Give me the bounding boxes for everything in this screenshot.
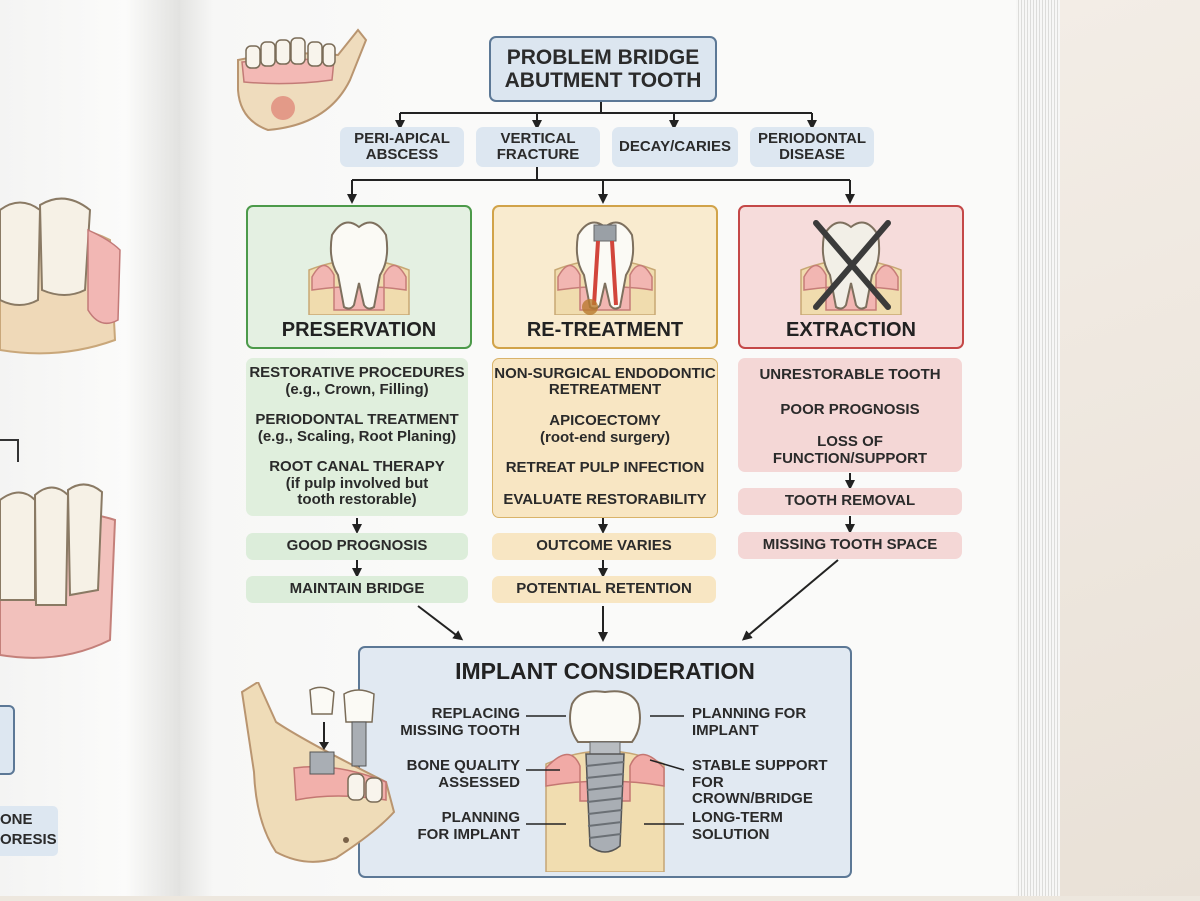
retreatment-title: RE-TREATMENT [526,319,684,341]
extraction-card: EXTRACTION [738,205,964,349]
left-page-partial-text-2: ORESIS [0,831,57,848]
step-title: PERIODONTAL TREATMENT [255,411,459,428]
step-title: FUNCTION/SUPPORT [772,450,928,467]
preservation-outcome-1: GOOD PROGNOSIS [246,533,468,560]
page-stack-edge [1016,0,1060,896]
cause-label-line2: ABSCESS [365,146,439,163]
step-title: EVALUATE RESTORABILITY [503,491,707,508]
preservation-card: PRESERVATION [246,205,472,349]
label-line: STABLE SUPPORT [692,757,828,774]
step-sub: tooth restorable) [297,491,417,508]
cause-box-decay: DECAY/CARIES [612,127,738,167]
root-canal-tooth-icon [554,221,656,315]
label-line: MISSING TOOTH [400,721,520,739]
implant-label-right-1: PLANNING FOR IMPLANT [692,705,848,739]
step-title: RETREAT PULP INFECTION [505,459,705,476]
cause-box-periodontal: PERIODONTAL DISEASE [750,127,874,167]
retreatment-card: RE-TREATMENT [492,205,718,349]
cause-label-line1: DECAY/CARIES [619,137,731,155]
preservation-steps-box: RESTORATIVE PROCEDURES (e.g., Crown, Fil… [246,358,468,516]
cause-box-fracture: VERTICAL FRACTURE [476,127,600,167]
label-line: SOLUTION [692,825,770,843]
cause-label-line2: FRACTURE [496,146,580,163]
preservation-title: PRESERVATION [281,319,437,341]
label-line: REPLACING [431,705,520,722]
label-line: PLANNING FOR [692,705,807,722]
jaw-abscess-illustration [237,28,368,132]
label-line: FOR CROWN/BRIDGE [692,773,813,807]
outcome-label: TOOTH REMOVAL [784,492,916,510]
step-title: RETREATMENT [548,381,662,398]
extraction-steps-box: UNRESTORABLE TOOTH POOR PROGNOSIS LOSS O… [738,358,962,472]
root-problem-box: PROBLEM BRIDGE ABUTMENT TOOTH [489,36,717,102]
implant-title: IMPLANT CONSIDERATION [455,658,755,684]
preservation-outcome-2: MAINTAIN BRIDGE [246,576,468,603]
root-title-line1: PROBLEM BRIDGE [506,45,700,69]
implant-label-left-3: PLANNING FOR IMPLANT [380,809,521,843]
step-title: RESTORATIVE PROCEDURES [249,364,465,381]
step-title: UNRESTORABLE TOOTH [759,366,941,383]
label-line: PLANNING [441,809,520,826]
outcome-label: MISSING TOOTH SPACE [762,536,938,554]
label-line: LONG-TERM [692,809,783,826]
retreatment-outcome-1: OUTCOME VARIES [492,533,716,560]
implant-label-left-2: BONE QUALITY ASSESSED [380,757,520,791]
step-sub: (root-end surgery) [539,429,670,446]
step-title: NON-SURGICAL ENDODONTIC [494,365,716,382]
implant-label-right-3: LONG-TERM SOLUTION [692,809,848,843]
label-line: IMPLANT [692,721,759,739]
cause-label-line1: PERI-APICAL [354,129,450,147]
step-title: ROOT CANAL THERAPY [269,458,445,475]
extraction-outcome-1: TOOTH REMOVAL [738,488,962,515]
step-sub: (e.g., Crown, Filling) [285,381,429,398]
cause-label-line1: VERTICAL [500,129,576,147]
retreatment-outcome-2: POTENTIAL RETENTION [492,576,716,603]
healthy-tooth-icon [308,221,410,315]
outcome-label: GOOD PROGNOSIS [286,537,428,555]
step-title: POOR PROGNOSIS [780,401,920,418]
cause-label-line1: PERIODONTAL [757,129,867,147]
jaw-implant-illustration [240,682,396,863]
outcome-label: POTENTIAL RETENTION [516,580,692,598]
left-book-page: ONE ORESIS [0,0,180,896]
step-title: APICOECTOMY [549,412,661,429]
outcome-label: MAINTAIN BRIDGE [289,580,425,598]
implant-label-left-1: REPLACING MISSING TOOTH [380,705,520,739]
retreatment-steps-box: NON-SURGICAL ENDODONTIC RETREATMENT APIC… [492,358,718,518]
extraction-outcome-2: MISSING TOOTH SPACE [738,532,962,559]
label-line: FOR IMPLANT [417,825,521,843]
label-line: BONE QUALITY [406,757,520,774]
implant-label-leaders [526,715,685,825]
label-line: ASSESSED [438,773,520,791]
left-page-partial-text-1: ONE [0,811,33,828]
extracted-tooth-icon [800,220,902,315]
left-page-illustrations [0,197,121,856]
step-title: LOSS OF [817,433,883,450]
cause-box-periapical: PERI-APICAL ABSCESS [340,127,464,167]
cause-label-line2: DISEASE [779,146,845,163]
root-title-line2: ABUTMENT TOOTH [504,69,702,92]
implant-consideration-box: IMPLANT CONSIDERATION REPLACING MISSING … [358,646,852,878]
step-sub: (e.g., Scaling, Root Planing) [257,428,457,445]
step-sub: (if pulp involved but [285,475,429,492]
outcome-label: OUTCOME VARIES [536,537,672,555]
implant-label-right-2: STABLE SUPPORT FOR CROWN/BRIDGE [692,757,848,808]
table-surface [1060,0,1200,896]
extraction-title: EXTRACTION [786,319,916,341]
